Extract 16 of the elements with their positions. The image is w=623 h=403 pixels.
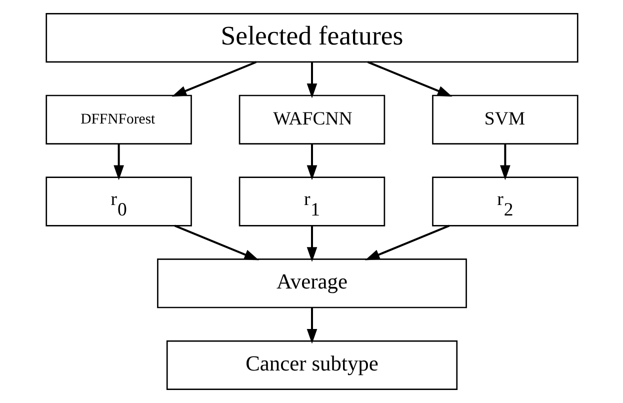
node-box: WAFCNN <box>238 94 385 144</box>
arrow <box>367 61 452 97</box>
node-box: Cancer subtype <box>166 340 458 390</box>
arrow <box>364 224 450 260</box>
node-box: Selected features <box>45 13 578 63</box>
node-box: DFFNForest <box>45 94 192 144</box>
arrow <box>306 62 317 98</box>
arrow <box>500 144 510 180</box>
arrow <box>306 226 317 262</box>
node-box: SVM <box>432 94 578 144</box>
node-box: Average <box>156 258 466 308</box>
arrow <box>113 144 124 180</box>
arrow <box>306 144 317 180</box>
arrow <box>306 308 317 344</box>
arrow <box>171 61 256 97</box>
arrow <box>174 224 259 260</box>
